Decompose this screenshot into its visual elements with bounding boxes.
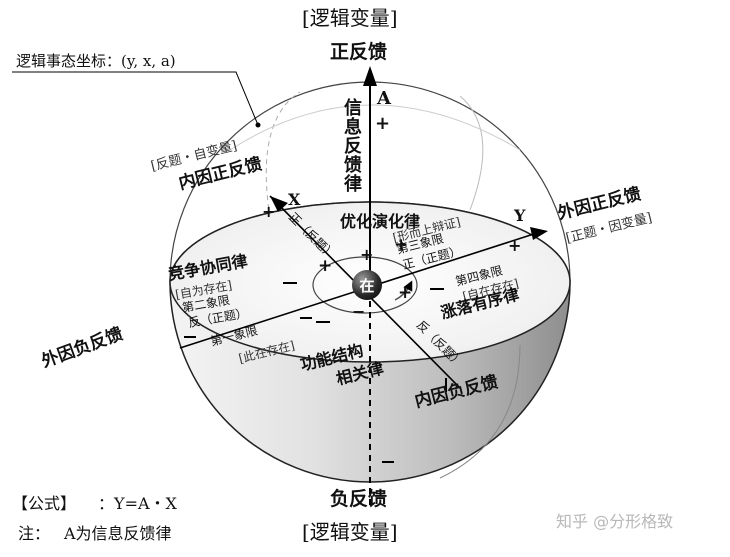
center-ball: 在 (352, 270, 382, 300)
plus-q2: + (318, 256, 333, 276)
formula-note-prefix: 注： (18, 524, 51, 543)
a-axis-arrowhead (363, 66, 377, 86)
formula-expression: ：Y=A・X (98, 494, 177, 513)
bottom-logic-variable: [逻辑变量] (302, 520, 398, 544)
meridian-back (229, 104, 521, 151)
a-axis-letter: A (377, 88, 391, 109)
x-axis-plus: + (262, 202, 276, 221)
minus-center: − (352, 302, 366, 321)
x-axis-arrowhead (270, 196, 288, 212)
negative-feedback-label: 负反馈 (330, 488, 388, 510)
formula-note: A为信息反馈律 (64, 524, 172, 543)
rotation-arrow (394, 280, 413, 301)
x-axis-letter: X (288, 190, 301, 209)
center-plus-top: + (360, 245, 374, 264)
plus-q1: + (394, 235, 409, 255)
y-axis-plus: + (508, 236, 522, 255)
information-feedback-law: 信息反馈律 (341, 98, 362, 193)
watermark: 知乎 @分形格致 (556, 512, 674, 531)
meridian-right (459, 95, 484, 211)
meridian-left (265, 91, 301, 219)
y-axis-letter: Y (514, 206, 526, 225)
inner-ring (312, 256, 418, 314)
a-axis-plus: + (375, 113, 391, 134)
q1-law: 优化演化律 (340, 212, 421, 231)
note-dot (255, 122, 261, 128)
formula-title: 【公式】 (12, 494, 77, 513)
top-logic-variable: [逻辑变量] (302, 6, 398, 30)
note-leader (12, 71, 259, 126)
positive-feedback-label: 正反馈 (330, 41, 388, 63)
plus-q4: + (398, 283, 413, 303)
y-axis-arrowhead (530, 227, 548, 240)
center-label: 在 (359, 276, 375, 295)
lower-meridian (439, 344, 521, 479)
coordinate-note: 逻辑事态坐标：(y, x, a) (16, 52, 176, 70)
